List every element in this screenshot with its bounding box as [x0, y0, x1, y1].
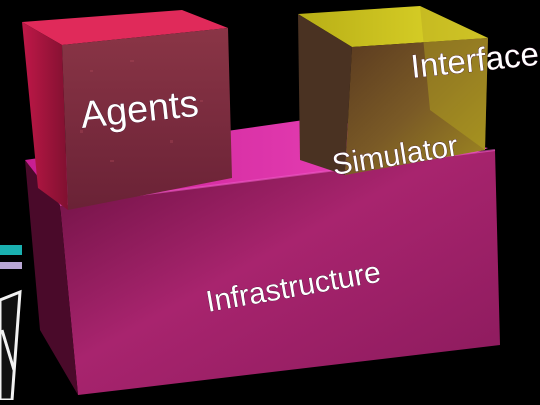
simulator-interfaces-block — [298, 6, 488, 175]
interfaces-label: Interfaces — [409, 33, 540, 85]
agents-block — [22, 10, 232, 210]
cyan-stripe — [0, 245, 22, 255]
white-arrow-fragment — [0, 289, 22, 402]
lilac-stripe — [0, 262, 22, 269]
left-edge-decoration — [0, 0, 22, 402]
